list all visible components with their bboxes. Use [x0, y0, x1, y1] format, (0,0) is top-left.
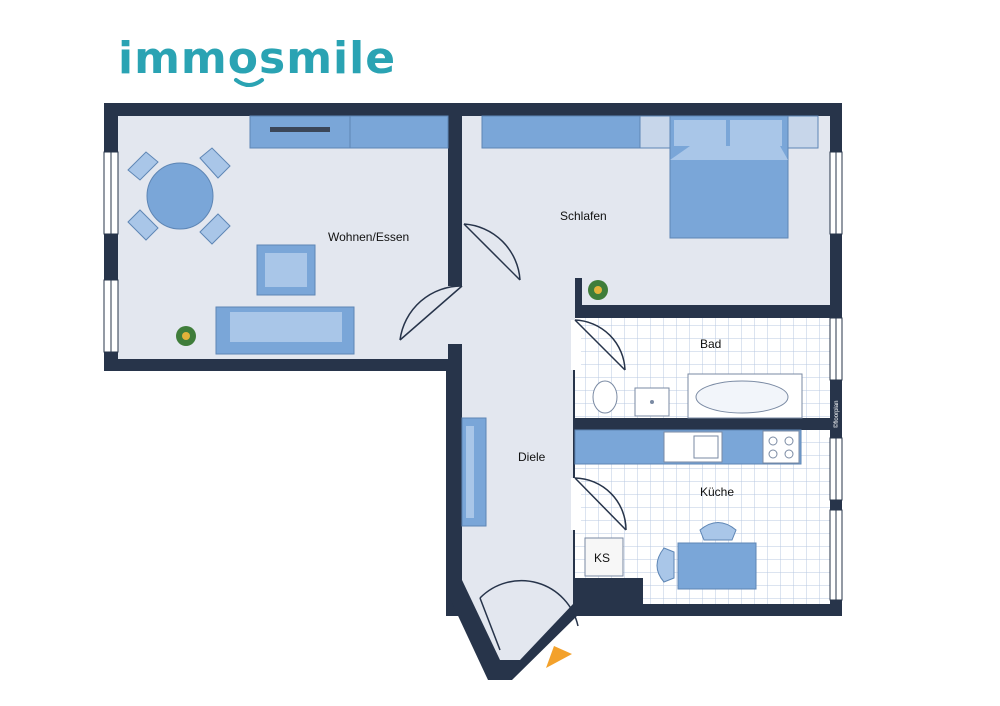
room-label-wohnen: Wohnen/Essen	[328, 230, 409, 244]
stove	[762, 430, 800, 464]
room-label-diele: Diele	[518, 450, 546, 464]
fridge-label: KS	[594, 551, 610, 565]
room-labels: Wohnen/Essen Schlafen Bad Diele Küche	[328, 209, 734, 499]
room-label-schlafen: Schlafen	[560, 209, 607, 223]
kueche-fixtures: KS	[574, 429, 802, 590]
kitchen-table	[677, 542, 757, 590]
plant-icon	[176, 326, 196, 346]
schlafen-furniture	[481, 115, 819, 300]
bad-fixtures	[592, 373, 803, 419]
diele-furniture	[461, 417, 487, 527]
plant-icon	[588, 280, 608, 300]
door-swings	[399, 223, 627, 651]
room-label-kueche: Küche	[700, 485, 734, 499]
logo-text: immosmile	[118, 33, 396, 84]
brand-logo: immosmile	[118, 33, 396, 87]
door-openings	[446, 270, 581, 530]
watermark: ©floorplan	[833, 401, 840, 428]
shelf	[349, 115, 449, 149]
fridge	[584, 537, 624, 577]
entrance-arrow-icon	[546, 646, 572, 668]
dining-table	[146, 162, 214, 230]
windows	[103, 151, 843, 601]
toilet	[592, 380, 618, 414]
wohnen-furniture	[127, 115, 449, 355]
floor-diele	[462, 278, 575, 330]
room-label-bad: Bad	[700, 337, 721, 351]
